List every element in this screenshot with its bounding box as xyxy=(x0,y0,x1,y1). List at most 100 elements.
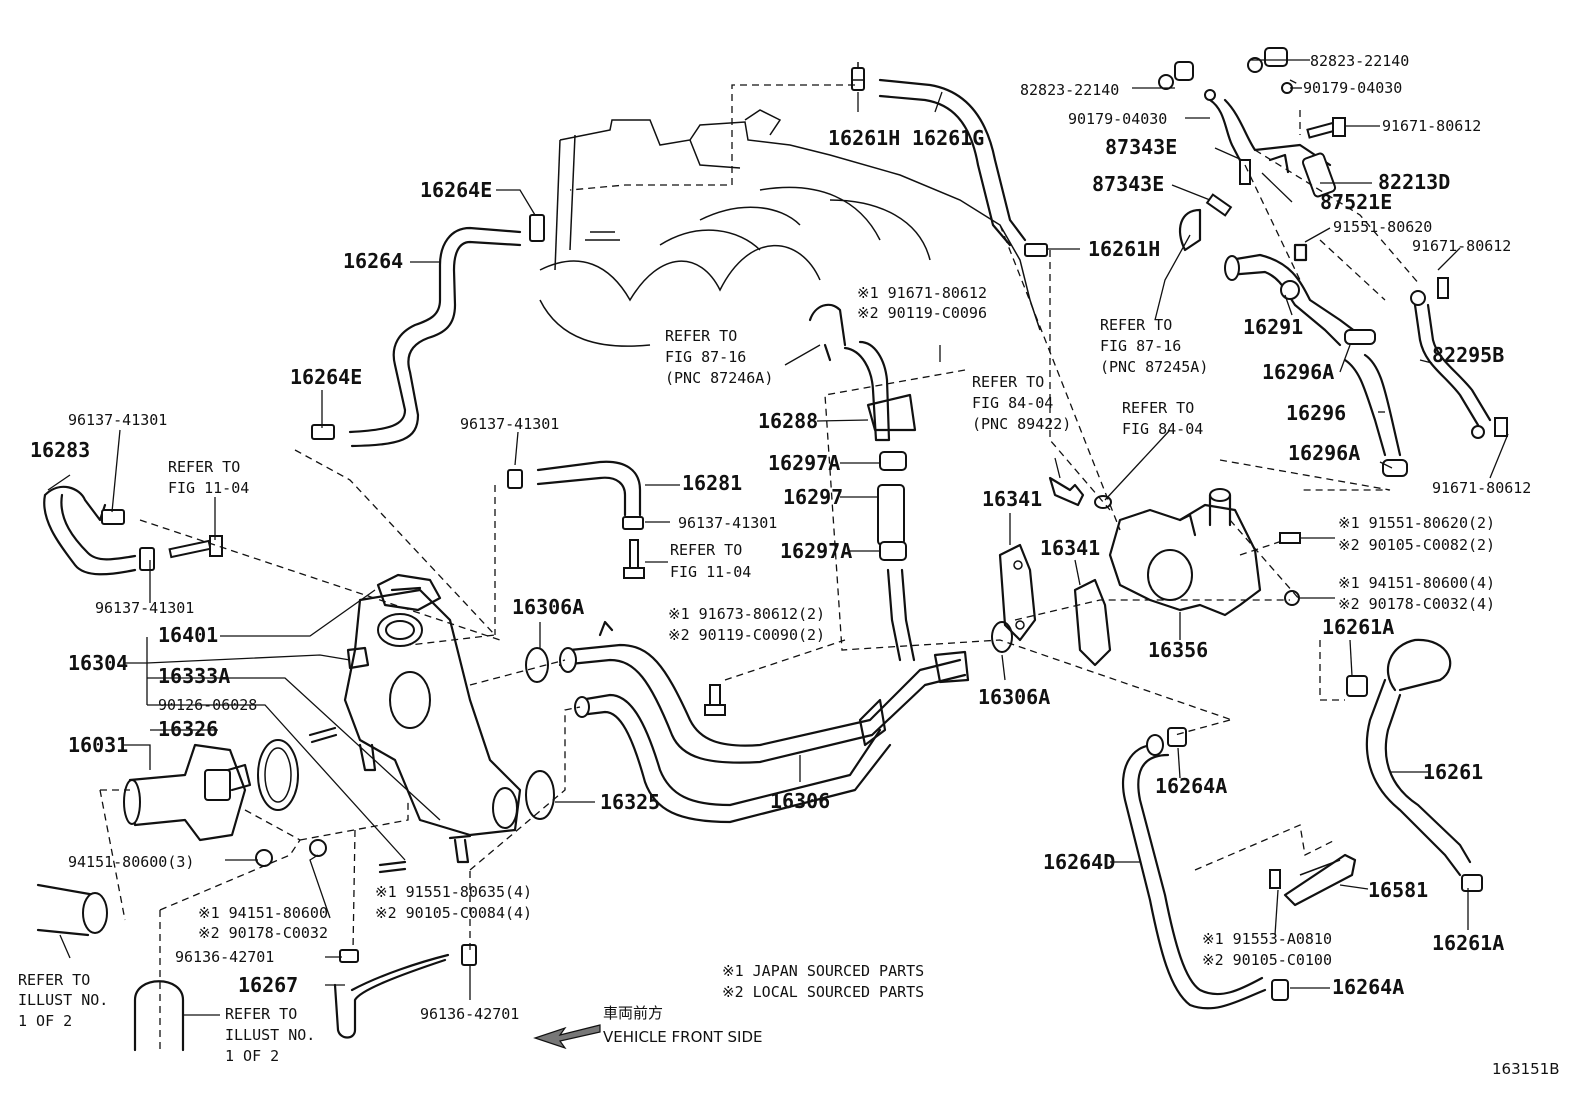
clamp-16264A-bot xyxy=(1271,979,1289,1001)
label-16296: 16296 xyxy=(1286,401,1346,425)
washer-ref-8404 xyxy=(1094,495,1112,509)
label-16031: 16031 xyxy=(68,733,128,757)
clamp-16261H-top xyxy=(851,62,865,91)
label-90119-C0090-2: ※2 90119-C0090(2) xyxy=(668,626,825,644)
bracket-87521E xyxy=(1268,153,1290,174)
label-90105-C0082-2: ※2 90105-C0082(2) xyxy=(1338,536,1495,554)
clamp-16264E-top xyxy=(529,214,545,242)
clamp-16281-bot xyxy=(622,516,644,530)
label-90105-C0100: ※2 90105-C0100 xyxy=(1202,951,1332,969)
bolt-91553 xyxy=(1269,869,1281,889)
clamp-82823-left xyxy=(1158,61,1194,90)
pipe-16306-bracket xyxy=(598,620,970,747)
label-refer-1104-b-1: REFER TO xyxy=(670,541,742,559)
thermostat-housing-16031 xyxy=(123,743,252,842)
sensor-87343E-a xyxy=(1239,159,1251,185)
label-91553-A0810: ※1 91553-A0810 xyxy=(1202,930,1332,948)
pipe-16288 xyxy=(843,340,891,442)
label-16297: 16297 xyxy=(783,485,843,509)
label-82823-22140-top: 82823-22140 xyxy=(1310,52,1409,70)
label-90105-C0084-4: ※2 90105-C0084(4) xyxy=(375,904,532,922)
label-82213D: 82213D xyxy=(1378,170,1450,194)
clamp-96136-a xyxy=(339,949,359,963)
label-91671-80612-bot: 91671-80612 xyxy=(1432,479,1531,497)
label-82823-22140-left: 82823-22140 xyxy=(1020,81,1119,99)
gasket-16326 xyxy=(257,739,299,811)
bolt-91551-80620 xyxy=(1293,243,1308,262)
gasket-16341-a xyxy=(998,543,1037,642)
label-refer-illust-b-1: REFER TO xyxy=(225,1005,297,1023)
nut-94151-3 xyxy=(255,849,273,867)
clamp-16261H-mid xyxy=(1024,243,1048,257)
label-94151-80600-4: ※1 94151-80600(4) xyxy=(1338,574,1495,592)
hose-16297 xyxy=(877,484,905,546)
label-16264: 16264 xyxy=(343,249,403,273)
label-refer-8404-a-1: REFER TO xyxy=(972,373,1044,391)
intake-manifold-outline xyxy=(539,109,1041,347)
vehicle-front-arrow-icon xyxy=(533,1024,601,1050)
label-refer-8404-b-2: FIG 84-04 xyxy=(1122,420,1203,438)
label-96136-42701-a: 96136-42701 xyxy=(175,948,274,966)
label-96137-41301-c: 96137-41301 xyxy=(678,514,777,532)
oring-16306A-bot xyxy=(991,621,1013,653)
clamp-16283-bot xyxy=(139,547,155,571)
label-16306A-bot: 16306A xyxy=(978,685,1050,709)
label-16264E-mid: 16264E xyxy=(290,365,362,389)
label-87343E-a: 87343E xyxy=(1105,135,1177,159)
label-91671-80612-mid: 91671-80612 xyxy=(1412,237,1511,255)
label-16291: 16291 xyxy=(1243,315,1303,339)
label-91551-80635-4: ※1 91551-80635(4) xyxy=(375,883,532,901)
label-refer-8716-a-3: (PNC 87246A) xyxy=(665,369,773,387)
clamp-82823-top xyxy=(1247,47,1288,73)
label-96137-41301-b: 96137-41301 xyxy=(460,415,559,433)
clamp-16261A-bot xyxy=(1461,874,1483,892)
bolt-11-04-right xyxy=(623,539,645,579)
label-16356: 16356 xyxy=(1148,638,1208,662)
label-16326: 16326 xyxy=(158,717,218,741)
clamp-16297A-top xyxy=(879,451,907,471)
clamp-16281-top xyxy=(507,469,523,489)
clamp-16296A-top xyxy=(1344,329,1376,345)
clamp-16264E-mid xyxy=(311,424,335,440)
label-refer-8404-a-2: FIG 84-04 xyxy=(972,394,1053,412)
hose-16296 xyxy=(1343,353,1402,457)
sensor-89422 xyxy=(1048,476,1085,507)
label-90179-04030-right: 90179-04030 xyxy=(1303,79,1402,97)
label-refer-illust-a-2: ILLUST NO. xyxy=(18,991,108,1009)
hose-16283 xyxy=(43,485,137,576)
label-refer-8716-a-2: FIG 87-16 xyxy=(665,348,746,366)
legend-local-sourced: ※2 LOCAL SOURCED PARTS xyxy=(722,983,924,1001)
connector-82213D xyxy=(1301,152,1337,198)
bolt-91673 xyxy=(704,684,726,716)
label-vehicle-front-jp: 車両前方 xyxy=(603,1004,663,1022)
bolt-91671-mid xyxy=(1437,277,1449,299)
label-91551-80620: 91551-80620 xyxy=(1333,218,1432,236)
pipe-16306-riser xyxy=(886,568,916,662)
callout-labels: 16261H 16261G 82823-22140 82823-22140 90… xyxy=(18,52,1560,1078)
label-16297A-top: 16297A xyxy=(768,451,840,475)
label-96137-41301-d: 96137-41301 xyxy=(95,599,194,617)
leader-lines xyxy=(47,59,1509,1016)
label-90178-C0032: ※2 90178-C0032 xyxy=(198,924,328,942)
pipe-16306-end-a xyxy=(559,647,577,673)
sensor-87343E-b xyxy=(1205,193,1233,217)
label-refer-8716-a-1: REFER TO xyxy=(665,327,737,345)
oring-16306A-top xyxy=(525,647,549,683)
label-refer-illust-a-1: REFER TO xyxy=(18,971,90,989)
nut-94151 xyxy=(309,839,327,857)
label-91671-80612-top: 91671-80612 xyxy=(1382,117,1481,135)
label-16264D: 16264D xyxy=(1043,850,1115,874)
hose-16288-upper xyxy=(808,303,847,362)
label-87343E-b: 87343E xyxy=(1092,172,1164,196)
label-16261A-bot: 16261A xyxy=(1432,931,1504,955)
label-16261G: 16261G xyxy=(912,126,984,150)
bolt-11-04-left xyxy=(168,535,223,559)
nut-90179-left xyxy=(1204,89,1216,101)
nut-94151-0032 xyxy=(1284,590,1300,606)
hose-16264 xyxy=(348,226,522,448)
strap-82295B xyxy=(1413,303,1492,427)
label-90119-C0096: ※2 90119-C0096 xyxy=(857,304,987,322)
label-16261A-top: 16261A xyxy=(1322,615,1394,639)
